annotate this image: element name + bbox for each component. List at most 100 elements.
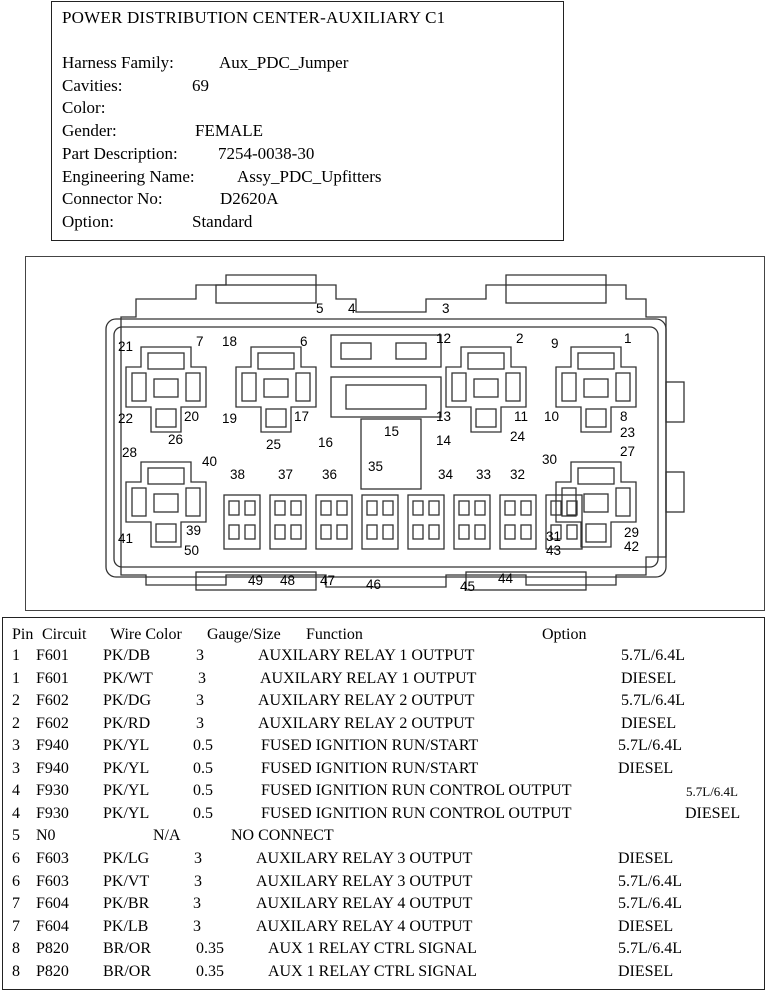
pin-label: 47: [320, 573, 335, 588]
cell-circuit: F603: [36, 872, 69, 890]
cell-color: PK/VT: [103, 872, 150, 890]
cell-function: AUXILARY RELAY 1 OUTPUT: [260, 669, 477, 687]
pin-label: 1: [624, 331, 632, 346]
side-tab-upper: [665, 381, 685, 423]
relay-cluster-3: [445, 346, 527, 433]
mini-fuse-terminal: [474, 524, 486, 540]
pin-label: 33: [476, 467, 491, 482]
pin-label: 40: [202, 454, 217, 469]
pin-label: 5: [316, 301, 324, 316]
mini-fuse-terminal: [274, 500, 286, 516]
cell-function: FUSED IGNITION RUN/START: [261, 737, 479, 755]
mini-fuse-terminal: [428, 524, 440, 540]
relay-cluster-3-left-cavity: [451, 372, 467, 402]
header-wire-color: Wire Color: [110, 626, 182, 643]
info-value: Aux_PDC_Jumper: [219, 53, 349, 72]
relay-cluster-1-center-cavity: [153, 378, 179, 398]
header-pin: Pin: [12, 626, 34, 643]
mini-fuse-terminal: [244, 500, 256, 516]
relay-cluster-6: [555, 461, 637, 548]
pin-label: 37: [278, 467, 293, 482]
cell-function: FUSED IGNITION RUN CONTROL OUTPUT: [261, 804, 572, 822]
header-gauge: Gauge/Size: [207, 626, 281, 643]
cell-circuit: F930: [36, 782, 69, 800]
relay-cluster-4: [555, 346, 637, 433]
mini-fuse-terminal: [504, 524, 516, 540]
connector-face-drawing: 1234567891011121314151617181920212223242…: [105, 274, 685, 594]
pin-label: 42: [624, 539, 639, 554]
pin-label: 39: [186, 523, 201, 538]
cell-color: PK/DB: [103, 647, 151, 664]
mini-fuse-slot: [407, 494, 445, 550]
cell-color: PK/LB: [103, 917, 149, 935]
cell-pin: 6: [12, 849, 20, 867]
relay-cluster-5-right-cavity: [185, 487, 201, 517]
header-circuit: Circuit: [42, 626, 87, 643]
pin-label: 35: [368, 459, 383, 474]
cell-color: PK/WT: [103, 669, 153, 687]
pin-label: 19: [222, 411, 237, 426]
pin-label: 17: [294, 409, 309, 424]
mini-fuse-terminal: [550, 500, 562, 516]
cell-gauge: 3: [194, 872, 202, 890]
pin-label: 50: [184, 543, 199, 558]
relay-cluster-5-top-cavity: [147, 467, 185, 485]
cell-circuit: F602: [36, 692, 69, 710]
cell-pin: 1: [12, 647, 20, 664]
pin-label: 38: [230, 467, 245, 482]
info-value: D2620A: [220, 189, 279, 209]
cell-option: 5.7L/6.4L: [686, 784, 738, 800]
pin-label: 36: [322, 467, 337, 482]
cell-option: DIESEL: [618, 759, 674, 777]
cell-color: PK/BR: [103, 895, 150, 913]
relay-cluster-6-bottom-cavity: [585, 523, 607, 543]
cell-pin: 5: [12, 827, 20, 845]
pin-label: 6: [300, 334, 308, 349]
cell-option: DIESEL: [618, 962, 674, 980]
pin-label: 31: [546, 529, 561, 544]
cell-gauge: 0.5: [193, 804, 213, 822]
cell-color: PK/RD: [103, 714, 151, 732]
housing-inner: [113, 326, 659, 568]
info-label: Part Description:: [62, 143, 178, 163]
header-function: Function: [306, 626, 363, 643]
cell-option: 5.7L/6.4L: [618, 940, 682, 958]
pin-label: 41: [118, 531, 133, 546]
info-label: Option:: [62, 211, 114, 231]
pin-label: 48: [280, 573, 295, 588]
pin-label: 30: [542, 452, 557, 467]
pin-label: 23: [620, 425, 635, 440]
cell-gauge: 3: [196, 647, 204, 664]
info-value: 7254-0038-30: [218, 143, 315, 163]
pin-label: 32: [510, 467, 525, 482]
relay-cluster-6-center-cavity: [583, 493, 609, 513]
relay-cluster-2-center-cavity: [263, 378, 289, 398]
top-latch-left: [215, 284, 317, 304]
cell-option: DIESEL: [621, 714, 677, 732]
pin-label: 12: [436, 331, 451, 346]
mini-fuse-slot: [269, 494, 307, 550]
cell-function: FUSED IGNITION RUN CONTROL OUTPUT: [261, 782, 572, 800]
pin-label: 18: [222, 334, 237, 349]
relay-cluster-1: [125, 346, 207, 433]
cell-pin: 2: [12, 692, 20, 710]
cell-color: BR/OR: [103, 962, 152, 980]
cell-option: 5.7L/6.4L: [618, 872, 682, 890]
fuse-block-top: [330, 334, 442, 368]
housing-face: [105, 318, 667, 578]
connector-info-box: POWER DISTRIBUTION CENTER-AUXILIARY C1 H…: [51, 1, 564, 241]
mini-fuse-terminal: [458, 500, 470, 516]
info-value: 69: [192, 75, 209, 95]
cell-pin: 6: [12, 872, 20, 890]
info-label: Cavities:: [62, 75, 123, 95]
cell-circuit: F603: [36, 849, 69, 867]
cell-pin: 3: [12, 737, 20, 755]
pin-label: 8: [620, 409, 628, 424]
cell-circuit: F604: [36, 917, 69, 935]
cell-option: DIESEL: [621, 669, 677, 687]
cell-gauge: 0.35: [196, 940, 224, 958]
cell-color: PK/LG: [103, 849, 150, 867]
mini-fuse-terminal: [228, 524, 240, 540]
fuse-cavity: [395, 342, 427, 360]
relay-cluster-5-center-cavity: [153, 493, 179, 513]
